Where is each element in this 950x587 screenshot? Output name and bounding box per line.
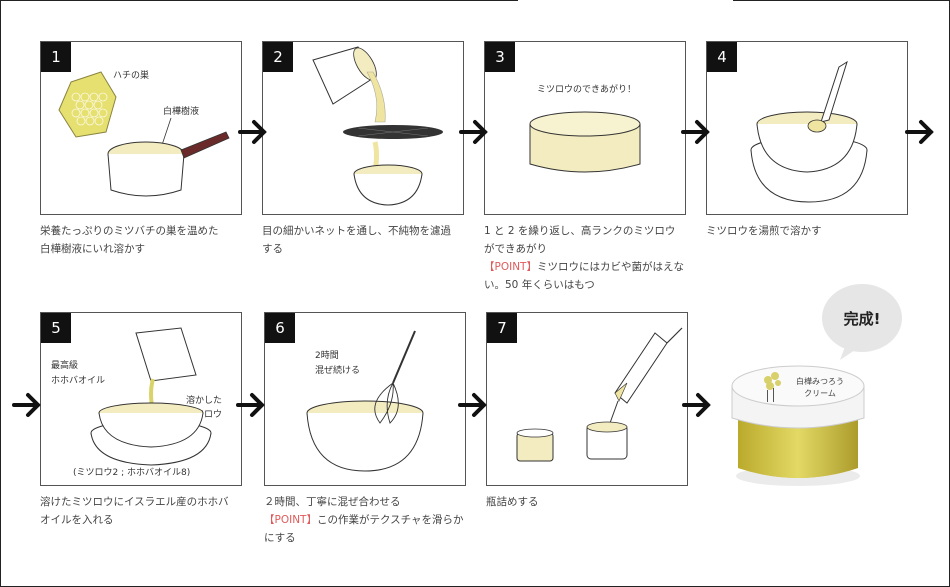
step-3-caption: 1 と 2 を繰り返し、高ランクのミツロウ ができあがり 【POINT】ミツロウ… xyxy=(484,222,699,294)
jar-label-line2: クリーム xyxy=(804,389,836,398)
right-arrow-icon xyxy=(458,393,487,417)
step-number: 4 xyxy=(707,42,737,72)
step-4-panel: 4 xyxy=(706,41,908,215)
caption-line: オイルを入れる xyxy=(40,514,114,526)
step-2-panel: 2 xyxy=(262,41,464,215)
honeycomb-pan-illustration: ハチの巣 白樺樹液 xyxy=(58,69,230,197)
right-arrow-icon xyxy=(681,120,710,144)
bottling-illustration xyxy=(516,327,683,462)
label-keep-mixing: 混ぜ続ける xyxy=(315,364,360,376)
right-arrow-icon xyxy=(238,120,267,144)
caption-line: 栄養たっぷりのミツバチの巣を温めた xyxy=(40,225,219,237)
step-3-panel: 3 ミツロウのできあがり！ xyxy=(484,41,686,215)
point-tag: 【POINT】 xyxy=(484,261,537,273)
right-arrow-icon xyxy=(682,393,711,417)
frame-gap xyxy=(518,0,733,2)
step-7-panel: 7 xyxy=(486,312,688,486)
label-ratio: (ミツロウ2 ; ホホバオイル8) xyxy=(73,467,190,478)
point-text: この作業がテクスチャを滑らか xyxy=(316,514,464,526)
step-number: 7 xyxy=(487,313,517,343)
step-5-panel: 5 最高級 ホホバオイル 溶かした ミツロウ (ミツロウ2 ; ホホバオイル8) xyxy=(40,312,242,486)
step-1-panel: 1 ハチの巣 白樺樹液 xyxy=(40,41,242,215)
caption-line: する xyxy=(262,243,283,255)
jar-label-line1: 白樺みつろう xyxy=(796,376,844,386)
filter-net-illustration xyxy=(312,46,443,206)
right-arrow-icon xyxy=(905,120,934,144)
cream-jar-photo: 白樺みつろう クリーム xyxy=(731,365,865,486)
label-birch-sap: 白樺樹液 xyxy=(163,105,199,117)
right-arrow-icon xyxy=(459,120,488,144)
caption-line: 白樺樹液にいれ溶かす xyxy=(40,243,145,255)
step-number: 1 xyxy=(41,42,71,72)
label-two-hours: 2時間 xyxy=(315,350,339,361)
caption-line: ができあがり xyxy=(484,243,547,255)
label-beeswax-done: ミツロウのできあがり！ xyxy=(537,83,636,95)
step-number: 3 xyxy=(485,42,515,72)
caption-line: ミツロウを湯煎で溶かす xyxy=(706,225,822,237)
step-4-caption: ミツロウを湯煎で溶かす xyxy=(706,222,921,240)
caption-line: 瓶詰めする xyxy=(486,496,539,508)
caption-line: 目の細かいネットを通し、不純物を濾過 xyxy=(262,225,451,237)
beeswax-block-illustration: ミツロウのできあがり！ xyxy=(529,83,641,173)
point-text: ミツロウにはカビや菌がはえな xyxy=(536,261,684,273)
step-7-caption: 瓶詰めする xyxy=(486,493,701,511)
caption-line: ２時間、丁寧に混ぜ合わせる xyxy=(264,496,401,508)
double-boiler-illustration xyxy=(750,60,868,203)
caption-line: 溶けたミツロウにイスラエル産のホホバ xyxy=(40,496,229,508)
oil-pour-illustration: 最高級 ホホバオイル 溶かした ミツロウ (ミツロウ2 ; ホホバオイル8) xyxy=(51,327,222,478)
step-1-caption: 栄養たっぷりのミツバチの巣を温めた 白樺樹液にいれ溶かす xyxy=(40,222,255,258)
caption-line: にする xyxy=(264,532,296,544)
step-number: 6 xyxy=(265,313,295,343)
label-premium: 最高級 xyxy=(51,359,78,371)
label-jojoba-oil: ホホバオイル xyxy=(51,375,105,386)
finished-label: 完成! xyxy=(844,310,881,328)
label-honeycomb: ハチの巣 xyxy=(113,69,149,81)
caption-line: い。50 年くらいはもつ xyxy=(484,279,595,291)
caption-point-line: 【POINT】この作業がテクスチャを滑らか xyxy=(264,511,479,529)
right-arrow-icon xyxy=(236,393,265,417)
step-5-caption: 溶けたミツロウにイスラエル産のホホバ オイルを入れる xyxy=(40,493,255,529)
whisking-illustration: 2時間 混ぜ続ける xyxy=(306,330,424,472)
caption-line: 1 と 2 を繰り返し、高ランクのミツロウ xyxy=(484,225,676,237)
label-beeswax: ミツロウ xyxy=(186,409,222,420)
step-number: 2 xyxy=(263,42,293,72)
point-tag: 【POINT】 xyxy=(264,514,317,526)
step-number: 5 xyxy=(41,313,71,343)
step-6-panel: 6 2時間 混ぜ続ける xyxy=(264,312,466,486)
caption-point-line: 【POINT】ミツロウにはカビや菌がはえな xyxy=(484,258,699,276)
step-2-caption: 目の細かいネットを通し、不純物を濾過 する xyxy=(262,222,477,258)
right-arrow-icon xyxy=(12,393,41,417)
label-melted: 溶かした xyxy=(186,394,222,406)
finished-speech-bubble: 完成! xyxy=(822,284,902,360)
step-6-caption: ２時間、丁寧に混ぜ合わせる 【POINT】この作業がテクスチャを滑らか にする xyxy=(264,493,479,547)
